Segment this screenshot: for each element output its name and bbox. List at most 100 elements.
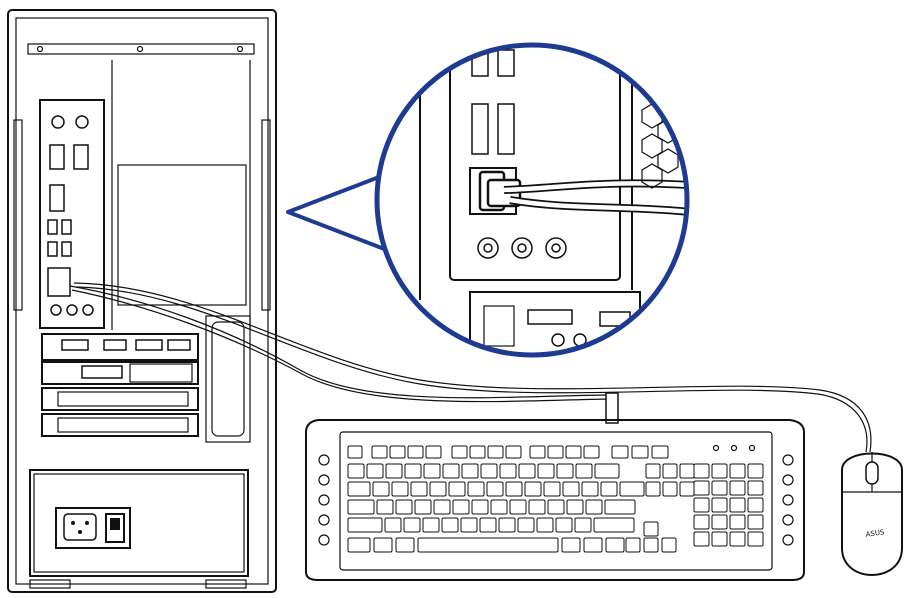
keyboard-keys: [347, 444, 764, 553]
power-supply: [29, 469, 249, 577]
keyboard-key: [547, 445, 564, 459]
keyboard-key: [498, 517, 516, 533]
keyboard-key: [585, 499, 603, 515]
keyboard-key: [423, 463, 441, 479]
keyboard-key: [693, 497, 710, 513]
keyboard-key: [347, 481, 371, 497]
keyboard-key: [556, 463, 574, 479]
keyboard-key: [371, 445, 388, 459]
keyboard-key: [747, 497, 764, 513]
keyboard-key: [693, 463, 710, 479]
keyboard-key: [509, 499, 527, 515]
keyboard-key: [441, 517, 459, 533]
keyboard-key: [395, 499, 413, 515]
keyboard-key: [452, 499, 470, 515]
desktop-tower-icon: [7, 9, 277, 593]
keyboard-key: [517, 517, 535, 533]
keyboard-key: [643, 537, 659, 553]
keyboard-key: [747, 514, 764, 530]
keyboard-key: [729, 514, 746, 530]
keyboard-key: [404, 463, 422, 479]
keyboard-key: [347, 537, 371, 553]
keyboard-key: [391, 481, 409, 497]
keyboard-key: [547, 499, 565, 515]
keyboard-key: [480, 463, 498, 479]
keyboard-key: [505, 445, 522, 459]
keyboard-icon: [305, 419, 805, 581]
keyboard-key: [403, 517, 421, 533]
keyboard-key: [747, 480, 764, 496]
keyboard-key: [562, 481, 580, 497]
keyboard-key: [433, 499, 451, 515]
keyboard-key: [711, 480, 728, 496]
keyboard-key: [605, 537, 625, 553]
keyboard-key: [645, 481, 661, 497]
keyboard-key: [729, 480, 746, 496]
keyboard-key: [429, 481, 447, 497]
keyboard-key: [448, 481, 466, 497]
keyboard-key: [600, 481, 618, 497]
keyboard-key: [643, 521, 659, 537]
keyboard-key: [537, 463, 555, 479]
keyboard-key: [679, 481, 695, 497]
keyboard-key: [471, 499, 489, 515]
magnifier-callout-icon: [286, 42, 690, 358]
keyboard-key: [490, 499, 508, 515]
keyboard-key: [581, 481, 599, 497]
io-panel: [39, 99, 105, 329]
keyboard-key: [425, 445, 442, 459]
keyboard-key: [693, 480, 710, 496]
keyboard-key: [414, 499, 432, 515]
keyboard-key: [662, 481, 678, 497]
keyboard-key: [422, 517, 440, 533]
keyboard-key: [461, 463, 479, 479]
mouse-icon: ASUS: [841, 452, 903, 576]
keyboard-key: [442, 463, 460, 479]
keyboard-key: [479, 517, 497, 533]
keyboard-key: [389, 445, 406, 459]
keyboard-key: [604, 499, 636, 515]
keyboard-led: [712, 444, 720, 452]
keyboard-led: [730, 444, 738, 452]
keyboard-key: [376, 499, 394, 515]
keyboard-key: [729, 531, 746, 547]
keyboard-key: [593, 517, 635, 533]
usb-port-icon: [47, 267, 71, 297]
keyboard-key: [407, 445, 424, 459]
keyboard-key: [631, 445, 649, 459]
keyboard-key: [487, 445, 504, 459]
keyboard-key: [611, 445, 629, 459]
keyboard-key: [747, 463, 764, 479]
keyboard-key: [347, 499, 375, 515]
keyboard-key: [566, 499, 584, 515]
keyboard-key: [372, 481, 390, 497]
keyboard-key: [347, 463, 365, 479]
keyboard-led: [748, 444, 756, 452]
keyboard-key: [729, 463, 746, 479]
keyboard-key: [645, 463, 661, 479]
keyboard-key: [460, 517, 478, 533]
keyboard-key: [384, 517, 402, 533]
keyboard-key: [555, 517, 573, 533]
keyboard-key: [574, 517, 592, 533]
keyboard-key: [499, 463, 517, 479]
keyboard-key: [366, 463, 384, 479]
keyboard-key: [505, 481, 523, 497]
keyboard-key: [711, 497, 728, 513]
keyboard-key: [565, 445, 582, 459]
keyboard-key: [543, 481, 561, 497]
keyboard-key: [693, 531, 710, 547]
keyboard-key: [651, 445, 669, 459]
keyboard-key: [529, 445, 546, 459]
keyboard-key: [619, 481, 645, 497]
keyboard-key: [486, 481, 504, 497]
cables: [69, 282, 872, 453]
keyboard-key: [747, 531, 764, 547]
keyboard-key: [347, 517, 383, 533]
keyboard-key: [373, 537, 393, 553]
keyboard-key: [518, 463, 536, 479]
keyboard-key: [536, 517, 554, 533]
mouse-brand-label: ASUS: [865, 528, 885, 539]
